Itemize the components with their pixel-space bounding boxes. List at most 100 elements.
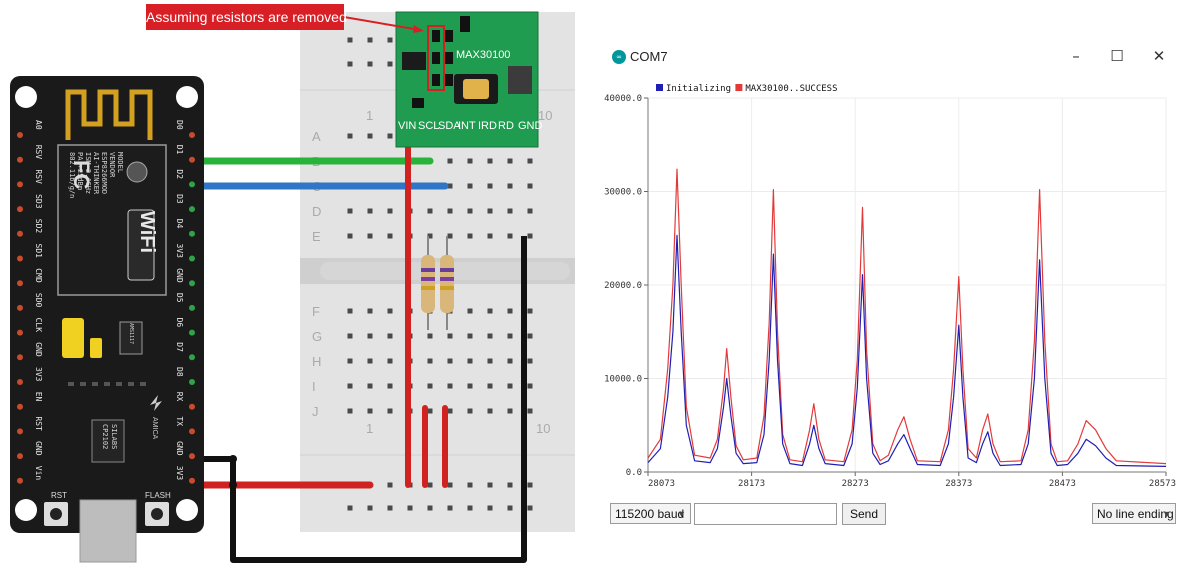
breadboard-hole	[387, 358, 393, 364]
breadboard-hole	[387, 482, 393, 488]
rst-label: RST	[51, 491, 67, 500]
module-label-line: ISM 2.4GHz	[84, 152, 92, 194]
board-pin-label: RST	[34, 416, 43, 431]
breadboard-hole	[347, 333, 353, 339]
module-label-line: AI-THINKER	[92, 152, 100, 195]
breadboard-labels: ABCDEFGHIJ110110	[312, 108, 552, 436]
breadboard-hole	[347, 208, 353, 214]
breadboard-hole	[467, 158, 473, 164]
breadboard-hole	[447, 333, 453, 339]
breadboard-hole	[507, 333, 513, 339]
chevron-down-icon: ▼	[677, 509, 686, 519]
breadboard-hole	[527, 383, 533, 389]
chevron-down-icon: ▼	[1162, 509, 1171, 519]
maximize-icon[interactable]: ☐	[1110, 47, 1124, 65]
breadboard-hole	[467, 233, 473, 239]
sensor-pin-int: INT	[458, 120, 476, 132]
breadboard-hole	[407, 505, 413, 511]
breadboard-hole	[487, 482, 493, 488]
breadboard-hole	[427, 482, 433, 488]
baud-rate-select[interactable]: 115200 baud ▼	[610, 503, 691, 524]
black-wire-gnd	[195, 236, 527, 563]
usb-chip-label-line: CP2102	[101, 424, 109, 449]
breadboard-hole	[367, 61, 373, 67]
breadboard-hole	[527, 333, 533, 339]
row-label: H	[312, 354, 321, 369]
breadboard-hole	[447, 208, 453, 214]
send-button[interactable]: Send	[842, 503, 886, 525]
y-tick-label: 30000.0	[604, 188, 642, 198]
breadboard-hole	[347, 358, 353, 364]
breadboard-hole	[427, 233, 433, 239]
breadboard-hole	[367, 408, 373, 414]
module-label-line: PA +25dBm	[76, 152, 84, 190]
breadboard-hole	[447, 505, 453, 511]
breadboard-hole	[367, 133, 373, 139]
x-tick-label: 28373	[945, 479, 972, 489]
breadboard-hole	[467, 408, 473, 414]
minimize-icon[interactable]: –	[1072, 47, 1080, 65]
breadboard-hole	[487, 505, 493, 511]
board-pin-left	[17, 428, 23, 435]
y-tick-label: 0.0	[626, 468, 642, 478]
x-tick-label: 28173	[738, 479, 765, 489]
plotter-controls: 115200 baud ▼ Send No line ending ▼	[604, 496, 1178, 573]
annotation-arrow	[343, 16, 421, 31]
row-label: J	[312, 404, 319, 419]
series-line-max30100-success	[647, 168, 1167, 465]
sensor-pin-sda: SDA	[438, 120, 461, 132]
breadboard-hole	[367, 208, 373, 214]
row-label: G	[312, 329, 322, 344]
breadboard-hole	[387, 383, 393, 389]
breadboard-hole	[427, 208, 433, 214]
breadboard-hole	[387, 37, 393, 43]
sensor-pin-vin: VIN	[398, 120, 416, 132]
breadboard-hole	[367, 308, 373, 314]
breadboard-hole	[507, 482, 513, 488]
breadboard-hole	[527, 158, 533, 164]
breadboard-hole	[387, 208, 393, 214]
breadboard-hole	[527, 183, 533, 189]
board-pin-left	[17, 354, 23, 361]
close-icon[interactable]: ✕	[1152, 47, 1166, 65]
board-pin-label: D4	[175, 219, 184, 229]
breadboard-hole	[427, 358, 433, 364]
x-tick-label: 28473	[1049, 479, 1076, 489]
x-tick-label: 28273	[842, 479, 869, 489]
board-pin-label: GND	[175, 441, 184, 456]
board-pin-label: D6	[175, 318, 184, 328]
breadboard-hole	[507, 183, 513, 189]
x-tick-label: 28073	[648, 479, 675, 489]
breadboard-hole	[467, 358, 473, 364]
sensor-pin-gnd: GND	[518, 120, 543, 132]
breadboard-hole	[367, 37, 373, 43]
board-pin-label: D1	[175, 145, 184, 155]
board-pin-right	[189, 453, 195, 460]
legend-swatch	[735, 84, 743, 91]
serial-input[interactable]	[694, 503, 837, 525]
board-pin-right	[189, 428, 195, 435]
breadboard-hole	[507, 383, 513, 389]
board-pin-label: Vin	[34, 466, 43, 481]
module-label-line: ESP8266MOD	[100, 152, 108, 194]
capacitor-yellow	[62, 318, 84, 358]
wifi-logo: WiFi	[136, 211, 158, 253]
board-pin-left	[17, 453, 23, 460]
breadboard-hole	[527, 505, 533, 511]
y-tick-label: 10000.0	[604, 375, 642, 385]
board-pin-label: GND	[34, 342, 43, 357]
breadboard-hole	[467, 383, 473, 389]
legend-label: Initializing	[666, 84, 731, 94]
usb-chip-label-line: SILABS	[110, 424, 118, 449]
line-ending-select[interactable]: No line ending ▼	[1092, 503, 1176, 524]
breadboard-hole	[367, 333, 373, 339]
line-ending-value: No line ending	[1097, 507, 1174, 521]
board-pin-label: SD3	[34, 194, 43, 209]
breadboard-hole	[447, 408, 453, 414]
breadboard-hole	[347, 61, 353, 67]
fc-logo: FC	[69, 160, 94, 189]
